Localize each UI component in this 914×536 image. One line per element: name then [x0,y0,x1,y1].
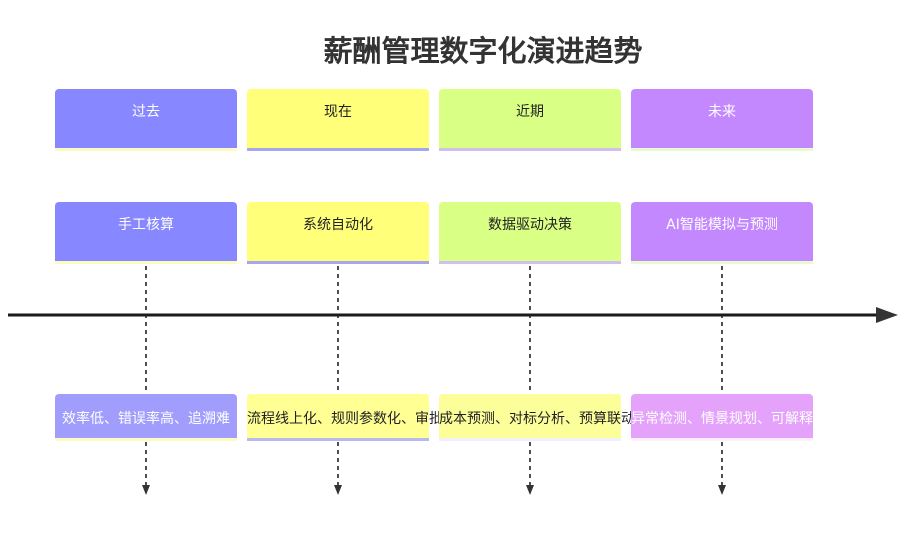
connector-near-term-arrowhead [526,485,534,495]
phase-card-future: 未来 [631,89,813,151]
phase-card-near-term: 近期 [439,89,621,151]
phase-card-past: 过去 [55,89,237,151]
detail-card-past: 效率低、错误率高、追溯难 [55,394,237,441]
stage-card-future: AI智能模拟与预测 [631,202,813,264]
page-title: 薪酬管理数字化演进趋势 [323,34,643,68]
detail-text: 流程线上化、规则参数化、审批 [247,411,443,427]
detail-card-near-term: 成本预测、对标分析、预算联动 [439,394,635,441]
detail-card-future: 异常检测、情景规划、可解释建议 [631,394,841,441]
detail-text: 效率低、错误率高、追溯难 [62,411,230,427]
stage-label: 手工核算 [118,217,174,233]
detail-text: 异常检测、情景规划、可解释建议 [631,411,841,427]
stage-card-present: 系统自动化 [247,202,429,264]
stage-card-near-term: 数据驱动决策 [439,202,621,264]
phase-label: 近期 [516,104,544,120]
connector-past-arrowhead [142,485,150,495]
phase-label: 现在 [324,104,352,120]
stage-label: 数据驱动决策 [488,217,572,233]
connector-present-arrowhead [334,485,342,495]
stage-label: 系统自动化 [303,217,373,233]
timeline-axis-arrowhead [876,307,898,323]
stage-label: AI智能模拟与预测 [666,217,778,233]
phase-card-present: 现在 [247,89,429,151]
detail-card-present: 流程线上化、规则参数化、审批 [247,394,443,441]
stage-card-past: 手工核算 [55,202,237,264]
detail-text: 成本预测、对标分析、预算联动 [439,411,635,427]
phase-label: 未来 [708,104,736,120]
phase-label: 过去 [132,104,160,120]
connector-future-arrowhead [718,485,726,495]
